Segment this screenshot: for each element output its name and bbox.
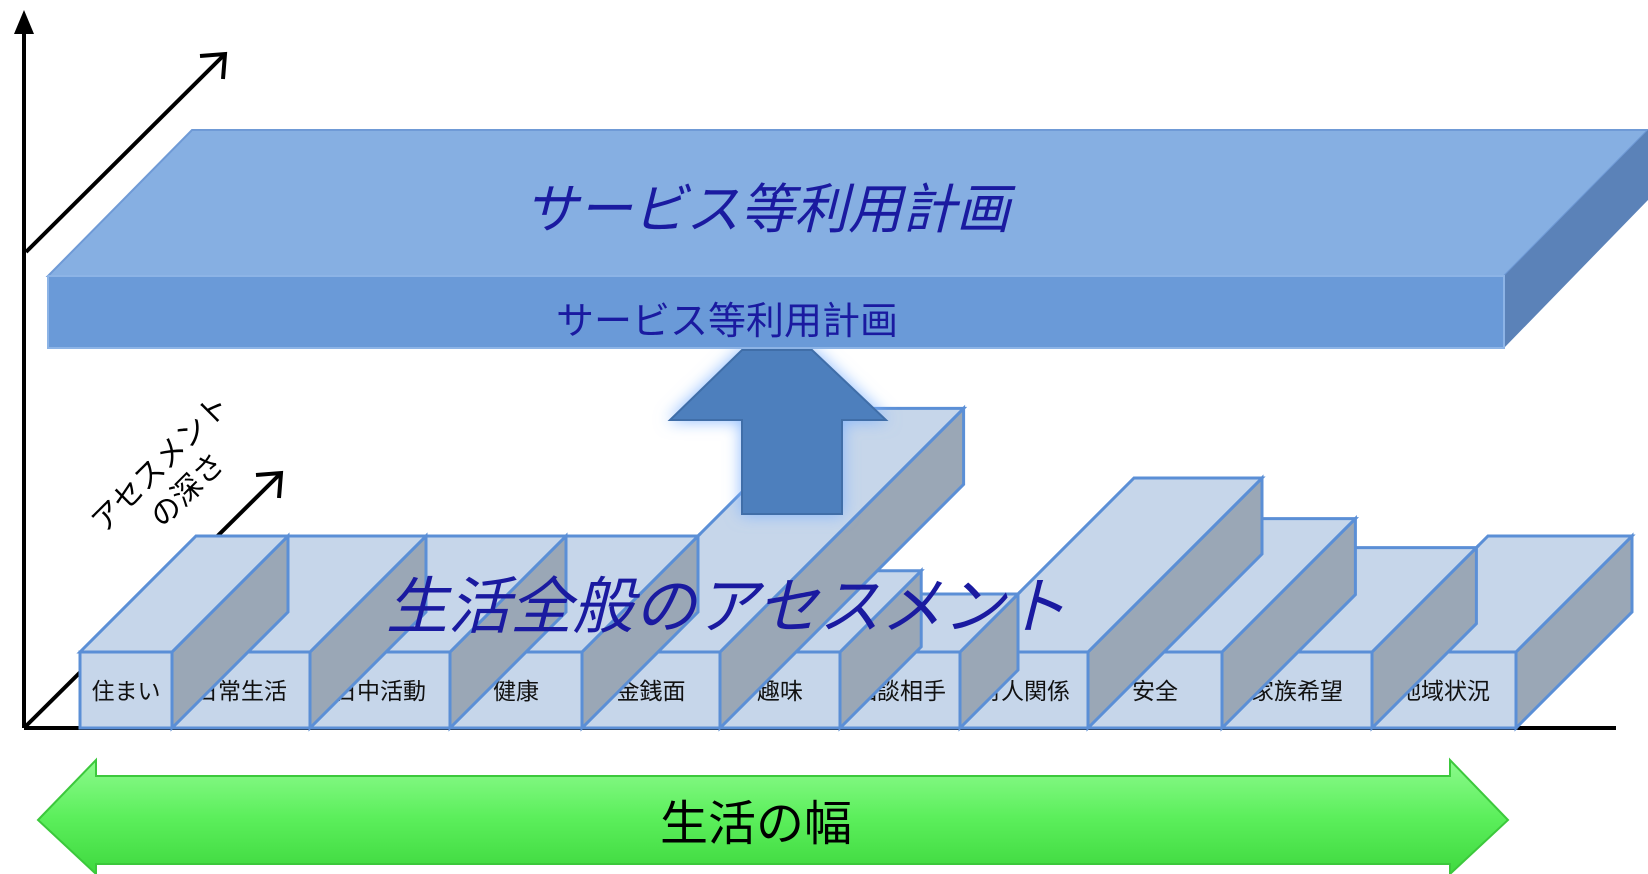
plan-slab-side [1504, 130, 1648, 348]
plan-slab [45, 129, 1648, 349]
category-label: 安全 [1132, 679, 1178, 705]
category-label: 健康 [493, 679, 539, 705]
category-label: 住まい [92, 679, 161, 705]
up-arrow [667, 349, 889, 515]
plan-front-label: サービス等利用計画 [556, 299, 898, 343]
assessment-block-front [78, 650, 174, 730]
width-arrow [36, 757, 1510, 874]
assessment-label: 生活全般のアセスメント [386, 570, 1067, 643]
vertical-axis-arrowhead [14, 10, 34, 34]
depth-axis-lower-arrowhead [255, 470, 284, 499]
depth-axis-upper-arrowhead [199, 51, 228, 80]
plan-top-label: サービス等利用計画 [524, 178, 1016, 241]
width-arrow-label: 生活の幅 [660, 796, 852, 852]
depth-axis-upper [24, 53, 226, 254]
plan-slab-front [47, 275, 1505, 349]
assessment-block: 住まい [76, 532, 292, 732]
assessment-block: 対人関係 [956, 474, 1266, 732]
